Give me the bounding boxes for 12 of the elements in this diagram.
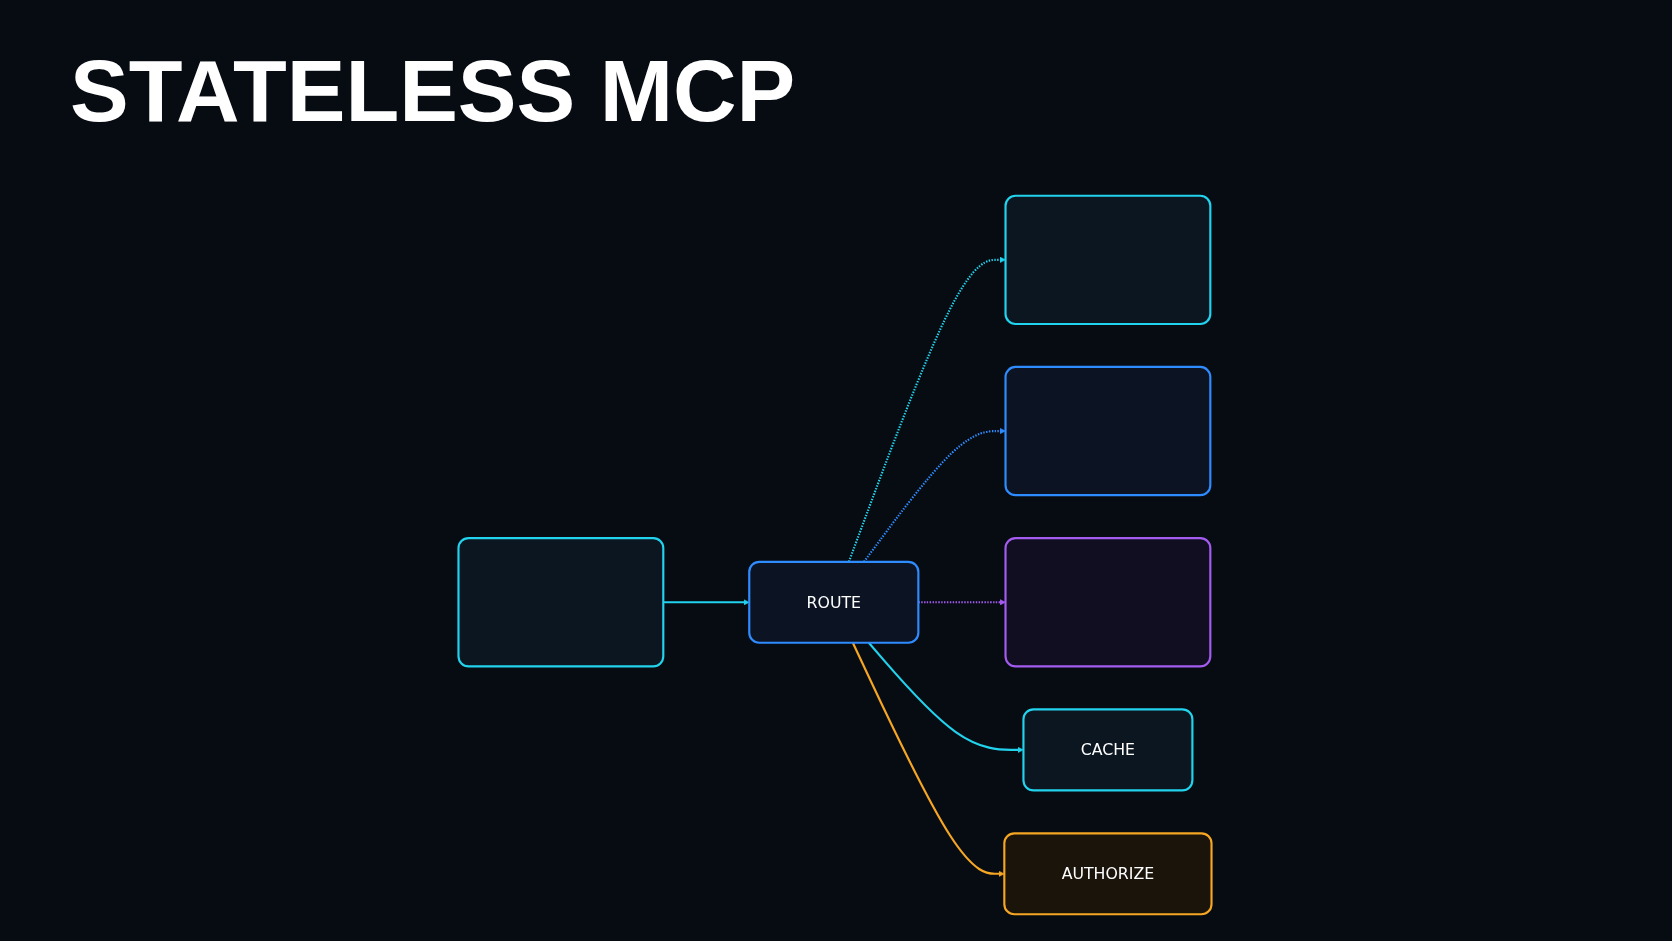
arrow — [663, 599, 750, 606]
arrow — [867, 642, 1024, 753]
node-box: CACHE — [1022, 708, 1194, 792]
arrow — [851, 642, 1005, 877]
arrow — [918, 599, 1006, 606]
node-box — [1004, 194, 1212, 326]
node-box: AUTHORIZE — [1003, 832, 1213, 916]
node-box — [457, 537, 665, 668]
node-box: ROUTE — [748, 560, 920, 644]
node-box — [1004, 365, 1212, 497]
diagram-title: STATELESS MCP — [70, 40, 796, 142]
node-box — [1004, 537, 1212, 668]
